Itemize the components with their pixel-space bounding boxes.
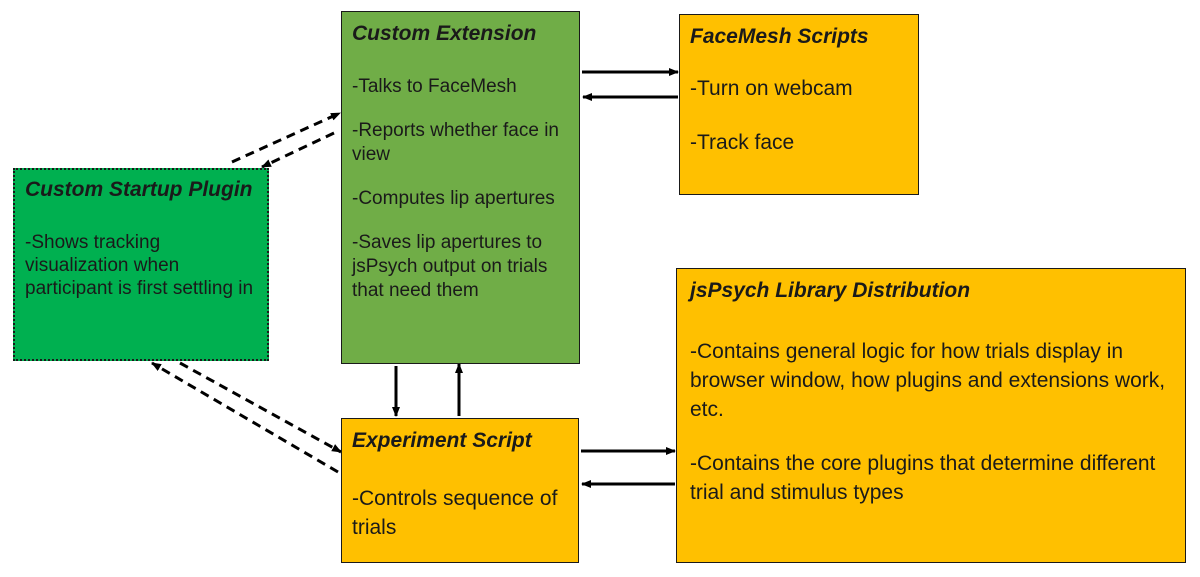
facemesh-scripts-title: FaceMesh Scripts — [690, 25, 869, 48]
custom-extension-item: -Saves lip apertures to jsPsych output o… — [352, 232, 548, 301]
experiment-script-box: Experiment Script -Controls sequence of … — [341, 418, 579, 563]
arrow-extension-to-startup — [261, 131, 335, 169]
jspsych-library-item: -Contains the core plugins that determin… — [690, 452, 1156, 504]
experiment-script-item: -Controls sequence of trials — [352, 487, 558, 539]
custom-extension-box: Custom Extension -Talks to FaceMesh -Rep… — [341, 11, 580, 364]
jspsych-library-box: jsPsych Library Distribution -Contains g… — [676, 268, 1186, 563]
custom-startup-plugin-item: -Shows tracking visualization when parti… — [25, 232, 254, 299]
arrow-startup-to-experiment — [179, 361, 342, 454]
jspsych-library-title: jsPsych Library Distribution — [690, 279, 971, 302]
jspsych-library-item: -Contains general logic for how trials d… — [690, 340, 1166, 421]
custom-extension-item: -Reports whether face in view — [352, 120, 559, 165]
custom-extension-item: -Talks to FaceMesh — [352, 76, 517, 97]
custom-extension-title: Custom Extension — [352, 22, 537, 45]
arrow-experiment-to-startup — [151, 361, 339, 474]
custom-extension-item: -Computes lip apertures — [352, 188, 555, 209]
facemesh-scripts-box: FaceMesh Scripts -Turn on webcam -Track … — [679, 14, 919, 195]
arrow-startup-to-extension — [231, 111, 341, 164]
experiment-script-title: Experiment Script — [352, 429, 532, 452]
facemesh-scripts-item: -Turn on webcam — [690, 77, 853, 100]
custom-startup-plugin-title: Custom Startup Plugin — [25, 178, 253, 201]
custom-startup-plugin-box: Custom Startup Plugin -Shows tracking vi… — [13, 168, 269, 361]
facemesh-scripts-item: -Track face — [690, 131, 795, 154]
